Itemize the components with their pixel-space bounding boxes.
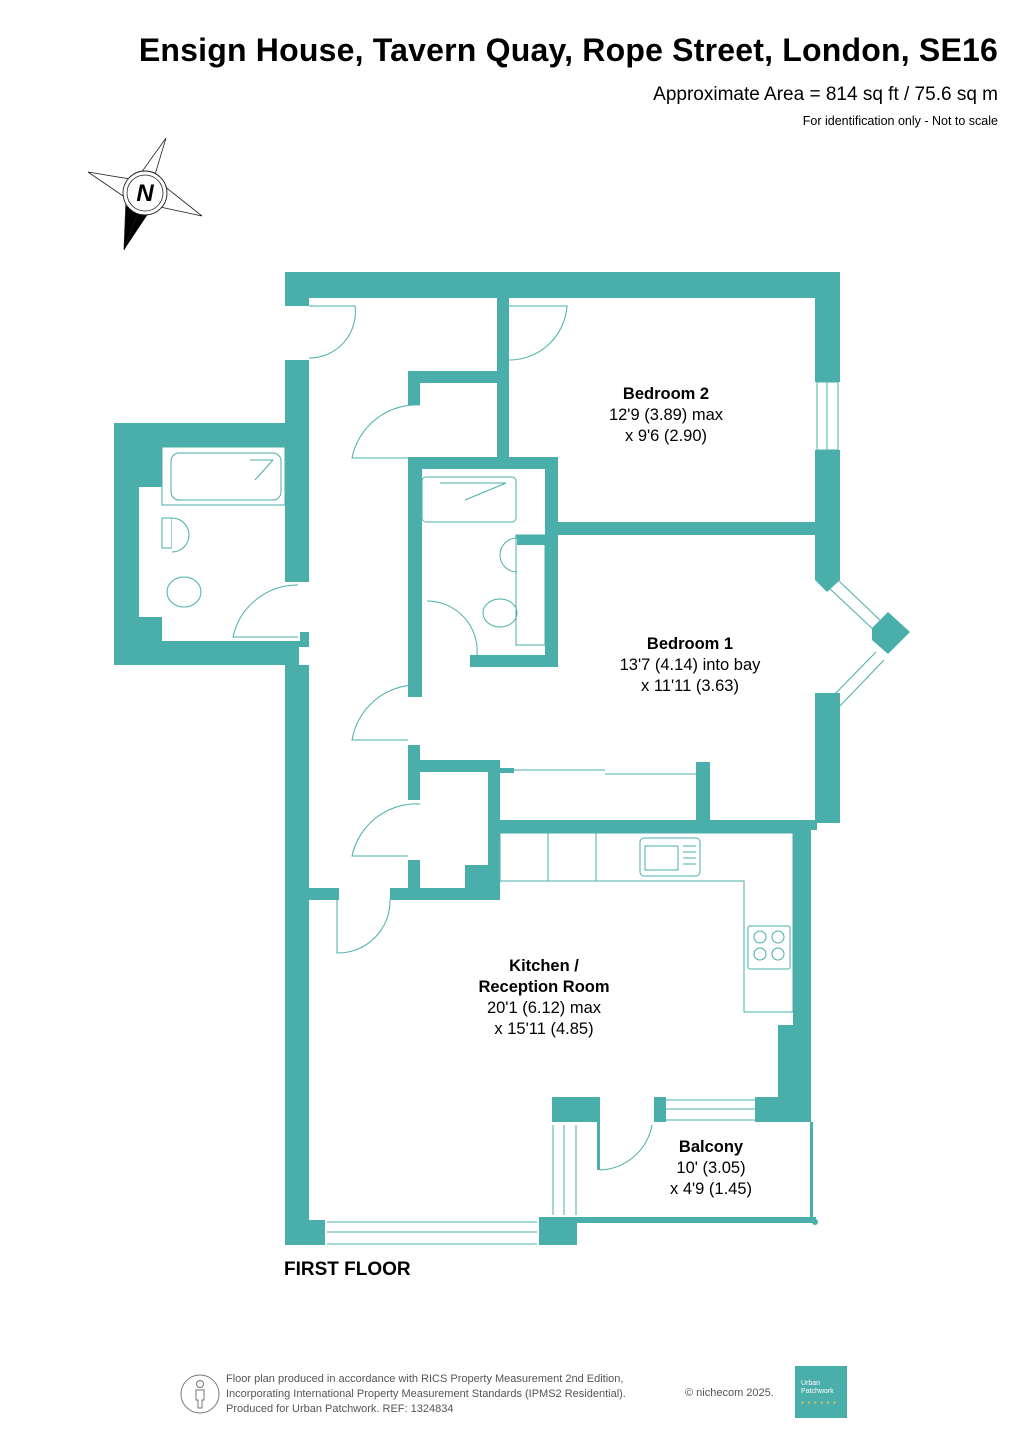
room-dimension: 10' (3.05) xyxy=(676,1159,746,1177)
room-dimension: 13'7 (4.14) into bay xyxy=(619,656,761,674)
brand-dots: ● ● ● ● ● ● xyxy=(801,1400,838,1406)
room-balcony: Balcony 10' (3.05) x 4'9 (1.45) xyxy=(670,1137,752,1200)
door-swings xyxy=(232,305,696,1171)
windows xyxy=(327,381,885,1245)
room-bedroom-2: Bedroom 2 12'9 (3.89) max x 9'6 (2.90) xyxy=(609,384,723,447)
copyright: © nichecom 2025. xyxy=(685,1387,774,1399)
room-dimension: x 11'11 (3.63) xyxy=(641,677,739,695)
room-name: Reception Room xyxy=(478,978,610,996)
compass-north-icon: N xyxy=(87,137,203,251)
brand-line: Urban xyxy=(801,1380,821,1387)
room-dimension: 12'9 (3.89) max xyxy=(608,406,724,424)
brand-logo: Urban Patchwork ● ● ● ● ● ● xyxy=(795,1366,847,1418)
footer: Floor plan produced in accordance with R… xyxy=(180,1368,860,1424)
fixtures xyxy=(161,446,794,1013)
approximate-area: Approximate Area = 814 sq ft / 75.6 sq m xyxy=(653,84,998,105)
room-dimension: x 15'11 (4.85) xyxy=(494,1020,594,1038)
room-bedroom-1: Bedroom 1 13'7 (4.14) into bay x 11'11 (… xyxy=(620,634,761,697)
footer-line: Produced for Urban Patchwork. REF: 13248… xyxy=(226,1403,454,1415)
room-kitchen-reception: Kitchen / Reception Room 20'1 (6.12) max… xyxy=(478,956,609,1040)
room-name: Kitchen / xyxy=(509,957,579,975)
room-name: Bedroom 2 xyxy=(622,385,710,403)
brand-line: Patchwork xyxy=(801,1388,834,1395)
svg-text:N: N xyxy=(136,180,154,207)
page-title: Ensign House, Tavern Quay, Rope Street, … xyxy=(138,32,998,68)
disclaimer: For identification only - Not to scale xyxy=(802,114,998,128)
walls xyxy=(114,272,910,1245)
floor-label: FIRST FLOOR xyxy=(284,1259,411,1280)
footer-text: Floor plan produced in accordance with R… xyxy=(226,1372,626,1417)
room-dimension: x 4'9 (1.45) xyxy=(669,1180,753,1198)
room-dimension: x 9'6 (2.90) xyxy=(624,427,708,445)
room-name: Bedroom 1 xyxy=(646,635,734,653)
footer-line: Incorporating International Property Mea… xyxy=(226,1388,626,1400)
room-name: Balcony xyxy=(678,1138,744,1156)
room-dimension: 20'1 (6.12) max xyxy=(486,999,602,1017)
person-icon xyxy=(180,1374,220,1414)
footer-line: Floor plan produced in accordance with R… xyxy=(226,1373,624,1385)
